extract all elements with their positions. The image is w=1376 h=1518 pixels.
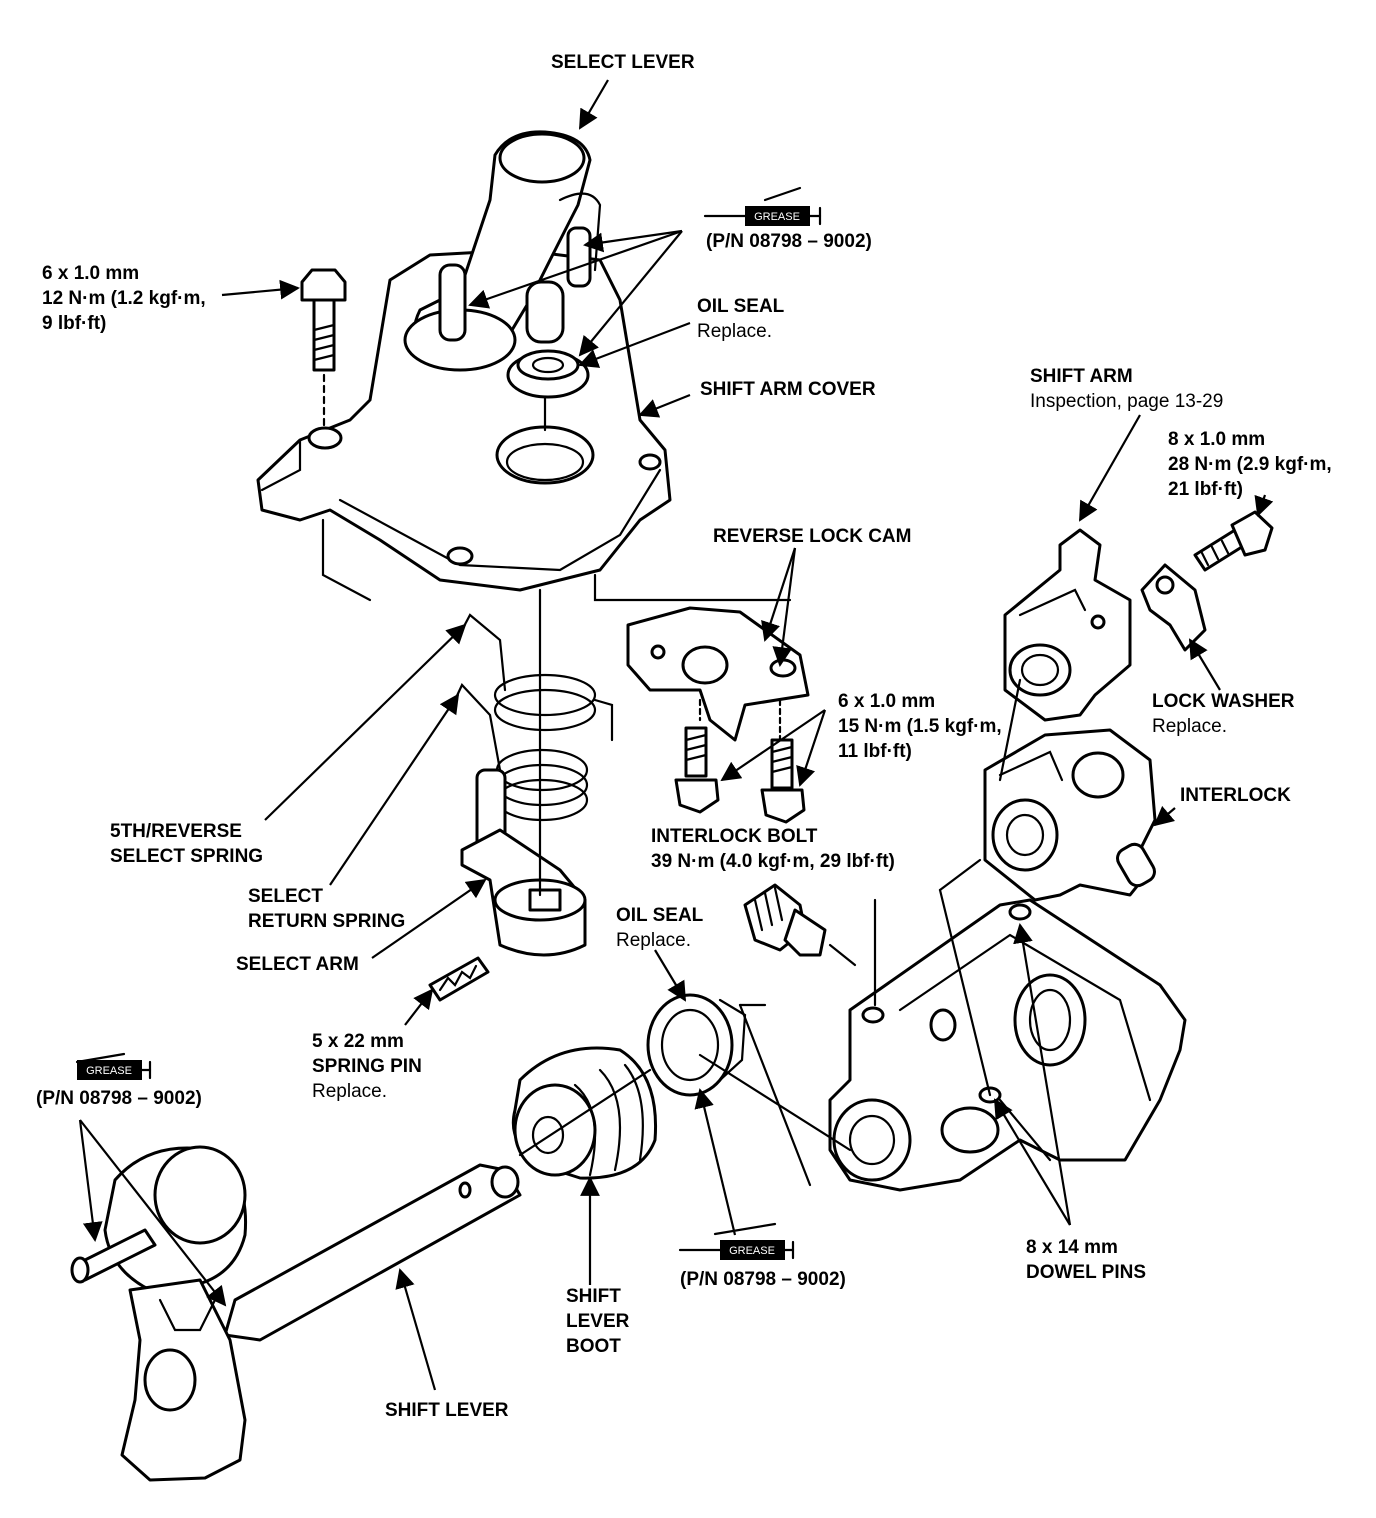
fifth-reverse-select-spring xyxy=(460,613,614,742)
select-lever xyxy=(403,130,602,372)
label-select: SELECT xyxy=(248,886,323,907)
grease-icon: GREASE xyxy=(75,1052,152,1080)
label-shift-arm-cover: SHIFT ARM COVER xyxy=(700,379,876,400)
label-bolt-shift-arm-size: 8 x 1.0 mm xyxy=(1168,429,1266,450)
label-bolt-cover-lbf: 9 lbf·ft) xyxy=(42,313,107,334)
label-interlock: INTERLOCK xyxy=(1180,785,1291,806)
label-spring-pin: SPRING PIN xyxy=(312,1056,422,1077)
label-bolt-cam-lbf: 11 lbf·ft) xyxy=(838,741,912,762)
label-select-spring: SELECT SPRING xyxy=(110,846,264,867)
interlock xyxy=(983,728,1157,902)
grease-icon: GREASE xyxy=(678,1222,795,1260)
label-bolt-cover-torque: 12 N·m (1.2 kgf·m, xyxy=(42,288,206,309)
label-lock-washer: LOCK WASHER xyxy=(1152,691,1295,712)
label-interlock-bolt-torque: 39 N·m (4.0 kgf·m, 29 lbf·ft) xyxy=(651,851,895,872)
label-oil-seal-top: OIL SEAL xyxy=(697,296,785,317)
label-grease-bottom-pn: (P/N 08798 – 9002) xyxy=(680,1269,846,1290)
grease-tag-text: GREASE xyxy=(86,1065,132,1077)
grease-tag-text: GREASE xyxy=(754,211,800,223)
grease-tag-text: GREASE xyxy=(729,1245,775,1257)
bolt-6mm-cam-left xyxy=(674,726,720,814)
label-shift-arm: SHIFT ARM xyxy=(1030,366,1133,387)
select-return-spring xyxy=(453,683,589,822)
bolt-6mm-cam-right xyxy=(760,738,806,824)
label-shift-lever-boot-1: SHIFT xyxy=(566,1286,621,1307)
transmission-housing xyxy=(828,898,1187,1192)
label-oil-seal-top-note: Replace. xyxy=(697,321,772,342)
label-spring-pin-note: Replace. xyxy=(312,1081,387,1102)
bolt-6mm-cover xyxy=(300,268,347,427)
spring-pin xyxy=(428,956,490,1002)
label-grease-top-pn: (P/N 08798 – 9002) xyxy=(706,231,872,252)
bolt-8mm-shift-arm xyxy=(1193,510,1274,572)
label-oil-seal-mid: OIL SEAL xyxy=(616,905,704,926)
label-spring-pin-size: 5 x 22 mm xyxy=(312,1031,404,1052)
oil-seal-top xyxy=(506,349,590,432)
label-dowel-pins-size: 8 x 14 mm xyxy=(1026,1237,1118,1258)
shift-arm xyxy=(1003,528,1132,722)
label-bolt-shift-arm-torque: 28 N·m (2.9 kgf·m, xyxy=(1168,454,1332,475)
label-select-lever: SELECT LEVER xyxy=(551,52,695,73)
label-bolt-cam-torque: 15 N·m (1.5 kgf·m, xyxy=(838,716,1002,737)
label-select-arm: SELECT ARM xyxy=(236,954,359,975)
label-bolt-cover-size: 6 x 1.0 mm xyxy=(42,263,140,284)
label-bolt-shift-arm-lbf: 21 lbf·ft) xyxy=(1168,479,1243,500)
shift-arm-cover xyxy=(256,248,792,602)
oil-seal-mid xyxy=(646,993,747,1097)
select-arm xyxy=(460,588,587,957)
label-shift-lever-boot-3: BOOT xyxy=(566,1336,621,1357)
reverse-lock-cam xyxy=(626,606,810,742)
label-shift-lever-boot-2: LEVER xyxy=(566,1311,630,1332)
label-lock-washer-note: Replace. xyxy=(1152,716,1227,737)
grease-icon: GREASE xyxy=(703,186,822,226)
label-oil-seal-mid-note: Replace. xyxy=(616,930,691,951)
shift-lever xyxy=(70,1145,522,1482)
alignment-lines xyxy=(518,678,1022,1187)
label-fifth-reverse: 5TH/REVERSE xyxy=(110,821,242,842)
label-shift-arm-note: Inspection, page 13-29 xyxy=(1030,391,1224,412)
lock-washer xyxy=(1140,563,1207,652)
label-shift-lever: SHIFT LEVER xyxy=(385,1400,509,1421)
label-dowel-pins: DOWEL PINS xyxy=(1026,1262,1146,1283)
leader-lines xyxy=(78,79,1274,1391)
label-reverse-lock-cam: REVERSE LOCK CAM xyxy=(713,526,912,547)
label-bolt-cam-size: 6 x 1.0 mm xyxy=(838,691,936,712)
label-interlock-bolt: INTERLOCK BOLT xyxy=(651,826,818,847)
label-grease-left-pn: (P/N 08798 – 9002) xyxy=(36,1088,202,1109)
interlock-bolt xyxy=(743,883,827,957)
label-return-spring: RETURN SPRING xyxy=(248,911,406,932)
